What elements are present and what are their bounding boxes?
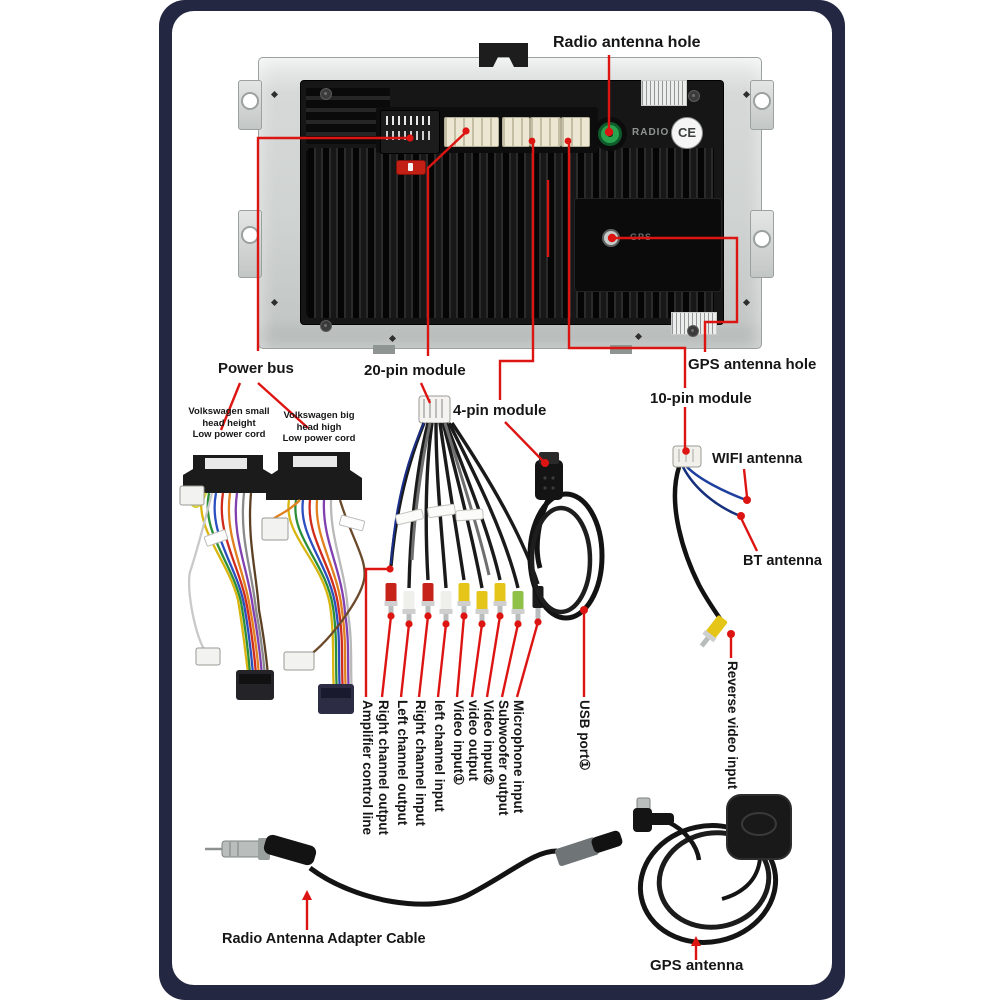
- label-vw-big: Volkswagen big head high Low power cord: [282, 410, 356, 444]
- vw-big-power-cord: [261, 452, 366, 714]
- vw-small-power-cord: [179, 455, 274, 700]
- label-gps-antenna: GPS antenna: [650, 957, 744, 974]
- label-right-channel-input: Right channel input: [413, 700, 428, 826]
- radio-socket-text: RADIO: [632, 127, 670, 138]
- label-radio-adapter-cable: Radio Antenna Adapter Cable: [222, 931, 426, 947]
- label-power-bus: Power bus: [218, 360, 294, 377]
- rca-harness: [384, 395, 544, 623]
- barcode-sticker: [641, 80, 687, 106]
- label-bt-antenna: BT antenna: [743, 553, 822, 569]
- line-amp-control: [364, 567, 390, 697]
- mount-hole: [753, 230, 771, 248]
- label-left-channel-input: left channel input: [432, 700, 447, 812]
- label-reverse-video-input: Reverse video input: [725, 661, 740, 790]
- label-usb-port: USB port①: [577, 700, 592, 771]
- line-wifi: [742, 468, 749, 498]
- small-socket: [502, 117, 530, 147]
- mount-hole: [241, 92, 259, 110]
- 20pin-socket: [444, 117, 499, 147]
- label-radio-antenna-hole: Radio antenna hole: [553, 34, 701, 51]
- label-gps-antenna-hole: GPS antenna hole: [688, 356, 817, 373]
- label-10pin-module: 10-pin module: [650, 390, 752, 407]
- gps-antenna-art: [633, 794, 792, 945]
- label-microphone-input: Microphone input: [511, 700, 526, 814]
- small-socket: [561, 117, 590, 147]
- power-pins: [386, 116, 432, 125]
- line-20pin-to-harness: [419, 382, 432, 404]
- label-right-channel-output: Right channel output: [376, 700, 391, 835]
- usb-4pin-cable: [527, 452, 605, 621]
- line-20pin: [426, 131, 467, 356]
- line-power-bus-right: [257, 382, 309, 429]
- line-10pin: [567, 143, 687, 388]
- callout-lines: [219, 55, 759, 960]
- callout-dots: [302, 127, 751, 946]
- ce-mark: CE: [671, 117, 703, 149]
- label-video-input-1: Video input①: [451, 700, 466, 786]
- config-switch: [396, 160, 426, 175]
- label-amplifier-control: Amplifier control line: [360, 700, 375, 836]
- line-4pin-to-plug: [504, 421, 544, 462]
- gps-module-box: [574, 198, 722, 292]
- screw: [687, 325, 699, 337]
- screw: [320, 88, 332, 100]
- screw: [320, 320, 332, 332]
- mount-hole: [753, 92, 771, 110]
- label-video-input-2: Video input②: [481, 700, 496, 786]
- line-bt: [739, 517, 759, 552]
- label-left-channel-output: Left channel output: [395, 700, 410, 826]
- label-subwoofer-output: Subwoofer output: [496, 700, 511, 816]
- line-power-bus-left: [219, 382, 242, 431]
- radio-adapter-cable-art: [205, 830, 623, 907]
- label-wifi-antenna: WIFI antenna: [712, 451, 803, 467]
- line-4pin: [498, 143, 535, 400]
- reverse-video-plug: [699, 615, 728, 648]
- plate-top-tab: [479, 43, 528, 67]
- screw: [688, 90, 700, 102]
- label-vw-small: Volkswagen small head height Low power c…: [188, 406, 270, 440]
- label-20pin-module: 20-pin module: [364, 362, 466, 379]
- plate-bottom-tab: [610, 345, 632, 354]
- label-4pin-module: 4-pin module: [453, 402, 547, 419]
- line-gps-hole: [612, 236, 739, 352]
- 10pin-module-cable: [672, 445, 747, 648]
- line-power-bus: [256, 136, 410, 351]
- plate-bottom-tab: [373, 345, 395, 354]
- label-video-output: video output: [466, 700, 481, 781]
